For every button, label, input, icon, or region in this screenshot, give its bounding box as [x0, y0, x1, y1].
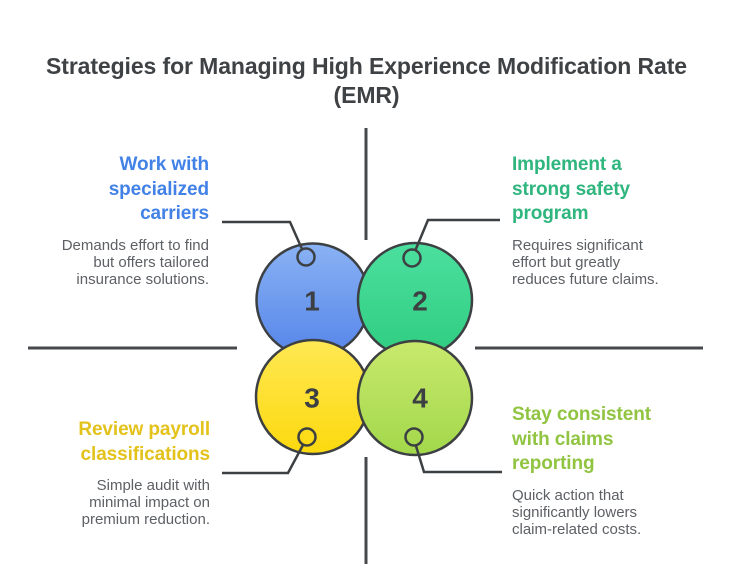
strategy-description-3: Simple audit with minimal impact on prem… — [81, 477, 210, 528]
strategy-heading-3: Review payroll classifications — [78, 419, 210, 465]
connector-line-4 — [414, 445, 502, 474]
connector-line-1 — [222, 220, 304, 250]
page-title: Strategies for Managing High Experience … — [46, 53, 687, 108]
strategy-number-1: 1 — [304, 286, 320, 317]
strategy-heading-1: Work with specialized carriers — [108, 154, 209, 224]
connector-line-3 — [222, 444, 305, 475]
connector-node-2 — [402, 248, 422, 268]
strategy-label-3: Review payroll classifications Simple au… — [25, 418, 210, 528]
strategy-number-4: 4 — [412, 383, 428, 414]
strategy-number-2: 2 — [412, 286, 428, 317]
strategy-description-1: Demands effort to find but offers tailor… — [61, 236, 209, 288]
strategy-label-1: Work with specialized carriers Demands e… — [24, 153, 209, 288]
connector-node-1 — [296, 247, 316, 267]
connector-line-2 — [414, 218, 500, 251]
strategy-number-3: 3 — [304, 383, 320, 414]
connector-node-4 — [404, 427, 424, 447]
strategy-description-2: Requires significant effort but greatly … — [512, 236, 659, 288]
strategy-heading-2: Implement a strong safety program — [512, 154, 631, 224]
strategy-heading-4: Stay consistent with claims reporting — [512, 404, 651, 474]
strategy-label-4: Stay consistent with claims reporting Qu… — [512, 403, 707, 538]
strategy-description-4: Quick action that significantly lowers c… — [512, 486, 642, 538]
strategy-circle-4 — [356, 339, 474, 457]
strategy-label-2: Implement a strong safety program Requir… — [512, 153, 707, 288]
connector-node-3 — [297, 427, 317, 447]
